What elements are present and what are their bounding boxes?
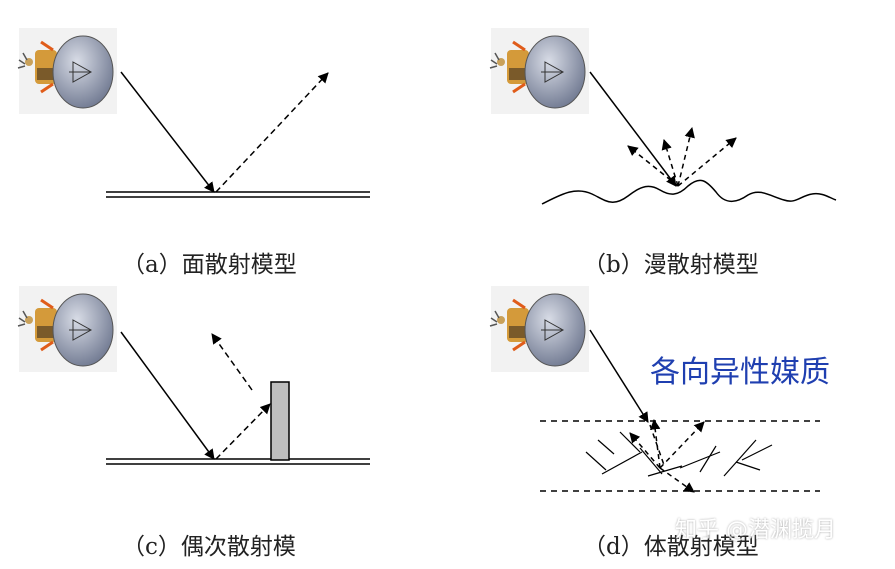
satellite-icon — [488, 284, 591, 374]
panel-c — [16, 284, 370, 465]
satellite-icon — [16, 26, 119, 116]
caption-a: （a）面散射模型 — [122, 252, 297, 278]
caption-d: （d）体散射模型 — [583, 534, 759, 560]
panel-b — [488, 26, 837, 205]
satellite-icon — [488, 26, 591, 116]
building — [270, 381, 290, 461]
panel-a — [16, 26, 370, 198]
anisotropic-medium-label: 各向异性媒质 — [650, 355, 830, 390]
satellite-icon — [16, 284, 119, 374]
caption-b: （b）漫散射模型 — [583, 252, 759, 278]
caption-c: （c）偶次散射模 — [122, 534, 296, 560]
watermark: 知乎 @潜渊揽月 — [675, 518, 836, 543]
panel-d — [488, 284, 820, 493]
